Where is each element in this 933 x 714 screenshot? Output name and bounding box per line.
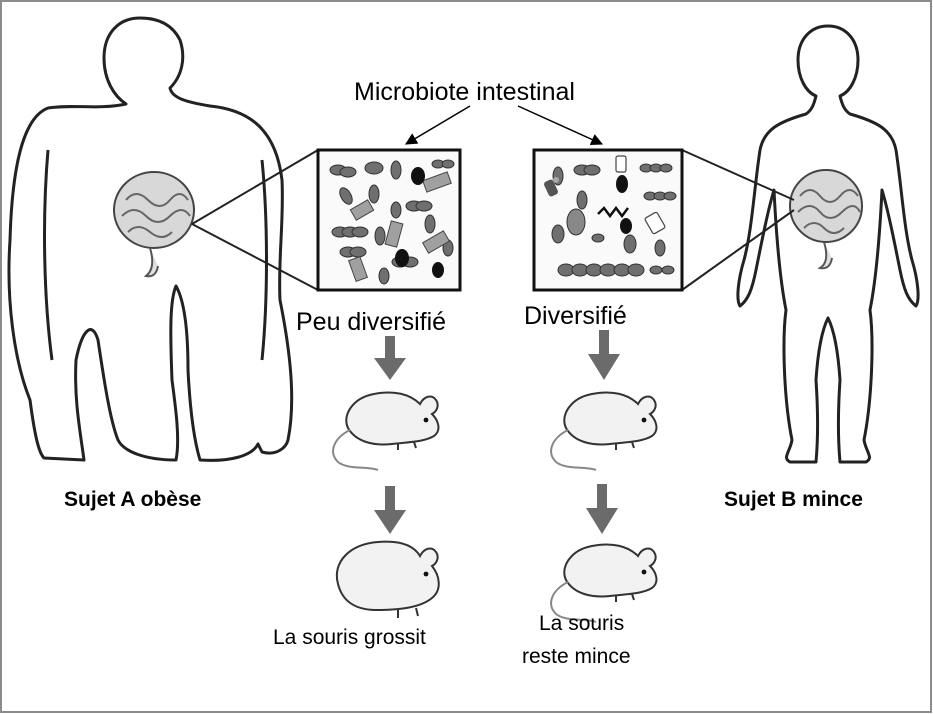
- mouse-b-slim-icon: [551, 544, 656, 622]
- mouse-a-fat-icon: [337, 542, 439, 618]
- title-arrow-left: [406, 106, 470, 144]
- slim-body-silhouette: [738, 26, 918, 462]
- result-a-label: La souris grossit: [273, 626, 426, 650]
- subject-a-label: Sujet A obèse: [64, 488, 201, 512]
- arrow-b-1: [588, 330, 620, 380]
- result-b-label-line2: reste mince: [522, 645, 631, 669]
- microbiota-box-high-diversity: [534, 150, 682, 290]
- subject-b-label: Sujet B mince: [724, 488, 863, 512]
- arrow-a-2: [374, 486, 406, 534]
- mouse-b-before-icon: [551, 392, 656, 470]
- result-b-label-line1: La souris: [539, 612, 624, 636]
- mouse-a-before-icon: [333, 392, 438, 470]
- title-arrow-right: [518, 106, 602, 144]
- high-diversity-label: Diversifié: [524, 302, 627, 331]
- low-diversity-label: Peu diversifié: [296, 308, 446, 337]
- diagram-title: Microbiote intestinal: [354, 78, 575, 107]
- microbiota-box-low-diversity: [318, 150, 460, 290]
- arrow-b-2: [586, 484, 618, 534]
- arrow-a-1: [374, 336, 406, 380]
